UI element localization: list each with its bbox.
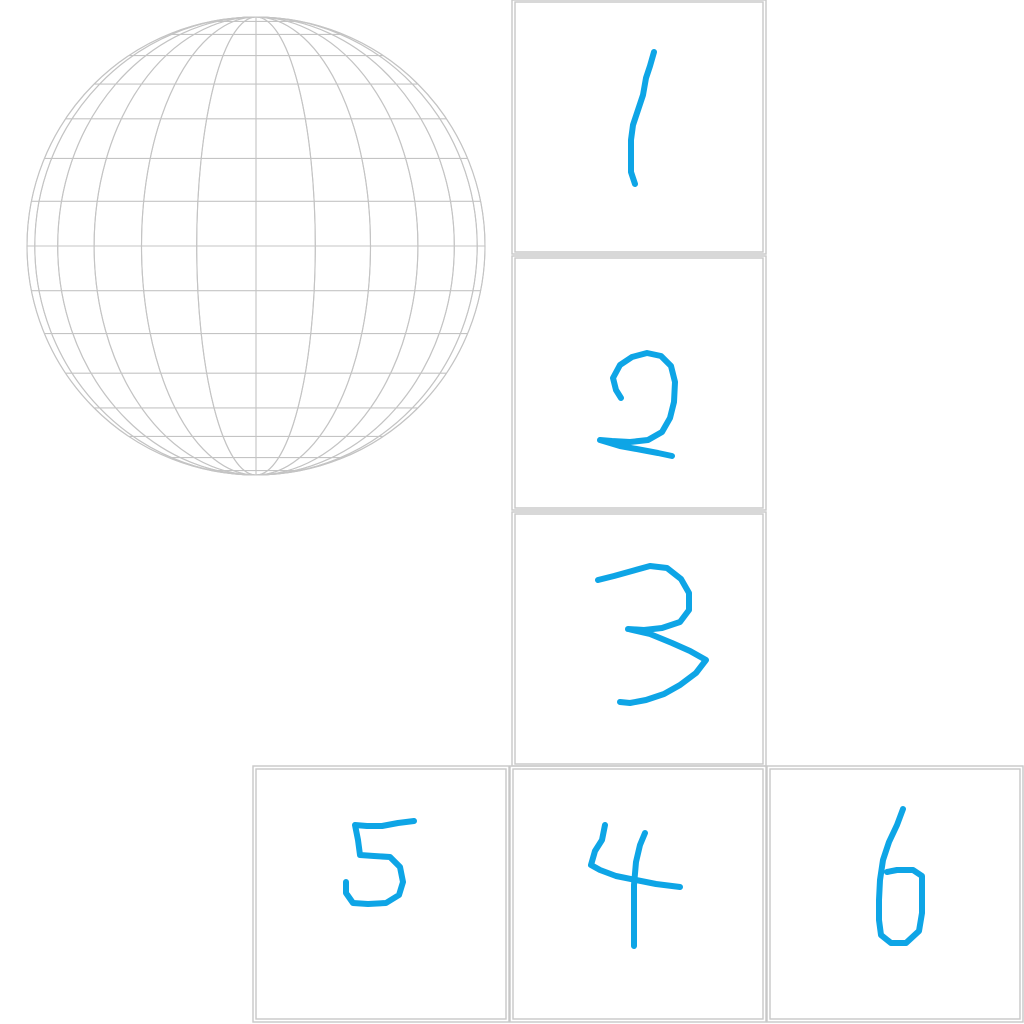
face-3-number: 3	[595, 563, 709, 706]
face-1-number: 1	[628, 49, 657, 187]
face-2-number: 2	[597, 350, 678, 459]
globe-grid	[26, 16, 486, 476]
face-6-number: 6	[876, 806, 925, 946]
face-1-panel	[511, 0, 767, 255]
wireframe-globe-icon	[26, 16, 486, 476]
face-5-number: 5	[343, 818, 417, 907]
face-4-panel	[509, 765, 767, 1023]
face-3-panel	[511, 511, 767, 767]
face-6-panel	[766, 765, 1024, 1023]
face-5-panel	[252, 765, 510, 1023]
face-numbers: 1 2 3 5 4 6	[343, 49, 925, 949]
face-2-panel	[511, 255, 767, 511]
cube-net	[252, 0, 1024, 1023]
face-4-number: 4	[588, 822, 683, 949]
